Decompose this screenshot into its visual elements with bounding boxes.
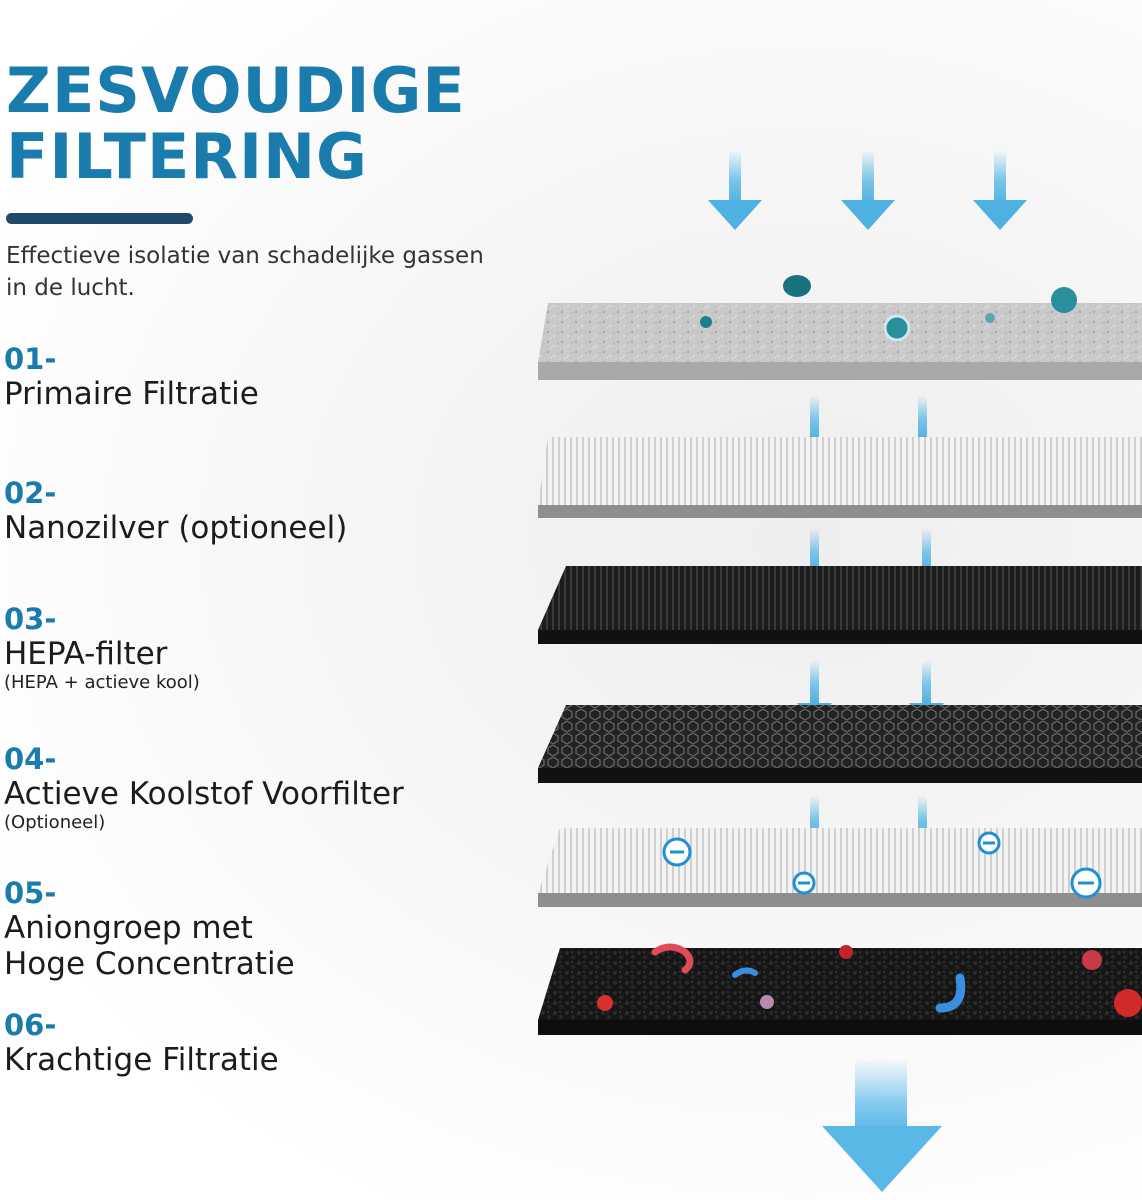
step-number: 01- bbox=[4, 342, 57, 376]
step-5: 05- Aniongroep met Hoge Concentratie bbox=[4, 876, 295, 982]
title-line-2: FILTERING bbox=[6, 120, 368, 193]
layer-powerful-filtration bbox=[538, 943, 1142, 1035]
step-note: (HEPA + actieve kool) bbox=[4, 672, 200, 693]
top-arrow bbox=[841, 150, 895, 230]
title-line-1: ZESVOUDIGE bbox=[6, 54, 466, 127]
step-number: 03- bbox=[4, 602, 57, 636]
step-number: 04- bbox=[4, 742, 57, 776]
bacteria-icon bbox=[597, 943, 1142, 1017]
step-number: 05- bbox=[4, 876, 57, 910]
top-arrow bbox=[973, 150, 1027, 230]
step-number: 06- bbox=[4, 1008, 57, 1042]
step-label: Primaire Filtratie bbox=[4, 376, 259, 412]
step-number: 02- bbox=[4, 476, 57, 510]
layer-primary-filter bbox=[538, 275, 1142, 380]
step-3: 03- HEPA-filter (HEPA + actieve kool) bbox=[4, 602, 200, 694]
layer-activated-carbon bbox=[538, 705, 1142, 783]
subtitle: Effectieve isolatie van schadelijke gass… bbox=[6, 243, 484, 301]
step-note: (Optioneel) bbox=[4, 812, 106, 833]
anion-icon bbox=[662, 831, 1102, 899]
step-label-line-1: Aniongroep met bbox=[4, 910, 253, 946]
layer-hepa bbox=[538, 566, 1142, 644]
top-arrow bbox=[708, 150, 762, 230]
step-label: Nanozilver (optioneel) bbox=[4, 510, 348, 546]
down-arrow-icon bbox=[822, 1060, 942, 1192]
step-label: Krachtige Filtratie bbox=[4, 1042, 279, 1078]
layer-anion bbox=[538, 828, 1142, 907]
step-4: 04- Actieve Koolstof Voorfilter (Optione… bbox=[4, 742, 404, 834]
step-label: HEPA-filter bbox=[4, 636, 168, 672]
step-1: 01- Primaire Filtratie bbox=[4, 342, 259, 412]
page-title: ZESVOUDIGE FILTERING bbox=[6, 58, 466, 190]
step-label: Actieve Koolstof Voorfilter bbox=[4, 776, 404, 812]
layer-nanosilver bbox=[538, 437, 1142, 518]
step-6: 06- Krachtige Filtratie bbox=[4, 1008, 279, 1078]
step-2: 02- Nanozilver (optioneel) bbox=[4, 476, 347, 546]
step-label-line-2: Hoge Concentratie bbox=[4, 946, 295, 982]
title-underline bbox=[6, 213, 193, 224]
dust-particle-icon bbox=[700, 275, 1077, 342]
